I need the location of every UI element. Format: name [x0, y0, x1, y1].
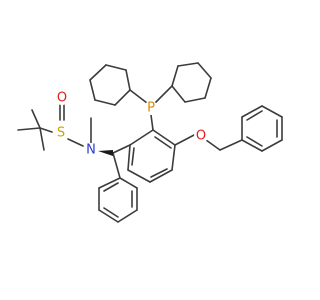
atom-labels: P S O N O — [54, 91, 208, 158]
bond — [127, 169, 151, 183]
bond — [150, 168, 168, 178]
bond — [171, 85, 186, 103]
bond — [98, 209, 119, 223]
wedge-bond — [98, 150, 113, 156]
bond — [152, 129, 176, 146]
atom-nitrogen: N — [84, 143, 98, 158]
bond — [89, 64, 107, 81]
atom-label-background — [84, 143, 98, 157]
bond — [205, 139, 221, 151]
bond — [261, 105, 283, 118]
bond — [127, 144, 131, 171]
bond — [98, 177, 121, 189]
bond — [89, 79, 96, 101]
atom-label-background — [194, 129, 208, 143]
bond — [174, 133, 197, 146]
bond — [261, 139, 283, 152]
bond — [219, 139, 243, 151]
atom-label-background — [55, 91, 69, 105]
chemical-structure: P S O N O — [17, 62, 283, 223]
bond — [154, 85, 173, 104]
bond — [39, 127, 53, 133]
bond — [184, 97, 206, 103]
bond — [112, 152, 121, 179]
atom-label: N — [86, 143, 96, 158]
bond — [119, 177, 138, 189]
bond — [177, 62, 199, 67]
bond — [105, 64, 127, 71]
bond — [241, 139, 263, 152]
bond — [17, 127, 41, 131]
atom-label-background — [144, 101, 158, 115]
bond — [171, 144, 176, 171]
bond — [149, 169, 173, 183]
bond — [246, 110, 263, 121]
atom-label: O — [57, 91, 67, 106]
bond — [246, 136, 263, 147]
bond — [117, 209, 138, 223]
atom-sulfur: S — [54, 126, 68, 141]
bond — [129, 129, 154, 146]
bond — [125, 69, 131, 91]
bonds — [17, 62, 283, 223]
bond — [31, 109, 41, 129]
atom-label: O — [196, 129, 206, 144]
bond — [114, 89, 131, 106]
atom-label-background — [54, 126, 68, 140]
bond — [204, 77, 212, 99]
bond — [131, 147, 135, 166]
bond — [94, 99, 116, 106]
atom-phosphorus: P — [144, 101, 158, 116]
bond — [103, 182, 119, 192]
bond — [150, 114, 154, 131]
atom-label: S — [57, 126, 65, 141]
atom-label: P — [147, 101, 155, 116]
bond — [129, 89, 148, 104]
bond — [241, 105, 263, 118]
atom-oxygen-sulfinyl: O — [55, 91, 69, 106]
atom-oxygen-ether: O — [194, 129, 208, 144]
bond — [39, 127, 45, 151]
bond — [67, 138, 84, 147]
bond — [197, 62, 212, 79]
bond — [103, 207, 119, 218]
bond — [112, 144, 131, 154]
bond — [154, 136, 172, 149]
bond — [171, 65, 179, 87]
